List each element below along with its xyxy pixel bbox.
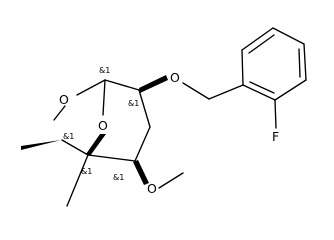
bond-c2-c1	[138, 89, 151, 128]
structure-canvas: O O O O F &1 &1 &1 &1 &1	[21, 27, 307, 207]
bond-ring-3	[272, 27, 305, 45]
stereo-label-methoxy-carbon: &1	[113, 173, 124, 182]
benzyl-ether-oxygen-label: O	[170, 70, 180, 85]
bond-ring-1	[241, 49, 244, 86]
bond-anomeric-bridgeO	[102, 79, 106, 116]
bond-ring-2	[241, 27, 274, 51]
bond-c3-methoxyO-wedge	[133, 160, 149, 185]
bond-c4-c3	[87, 154, 136, 162]
bond-c5-c4	[61, 139, 89, 156]
stereo-label-quaternary: &1	[81, 167, 92, 176]
methoxy-oxygen-label: O	[147, 181, 157, 196]
bond-ring-6	[242, 84, 276, 101]
bond-ring-double-3	[249, 81, 275, 94]
bond-ringO-c5	[53, 105, 66, 121]
bond-ring-double-1	[248, 34, 275, 54]
bond-ring-5	[274, 79, 307, 101]
bond-c1-anomeric	[104, 79, 140, 91]
bond-ring-double-2	[298, 48, 301, 78]
bond-c4-methyl	[66, 154, 89, 207]
stereo-label-anomeric: &1	[99, 66, 110, 75]
bond-ch2-ipso	[208, 84, 244, 100]
bond-ring-4	[303, 43, 307, 81]
ring-oxygen-label: O	[59, 92, 69, 107]
bond-etherO-ch2	[182, 82, 210, 100]
bond-ring-fluorine	[274, 99, 277, 129]
bond-c3-c2	[134, 126, 151, 162]
bond-c5-methyl-wedge	[21, 140, 61, 150]
bridge-oxygen-label: O	[98, 118, 108, 133]
fluorine-label: F	[272, 129, 279, 144]
bond-methoxyO-methyl	[158, 172, 184, 189]
stereo-label-methyl-carbon: &1	[63, 132, 74, 141]
bond-c1-etherO-wedge	[139, 75, 168, 93]
bond-bridgeO-c4-wedge	[86, 134, 106, 156]
stereo-label-benzyloxy: &1	[128, 99, 139, 108]
bond-anomeric-ringO	[76, 79, 106, 96]
